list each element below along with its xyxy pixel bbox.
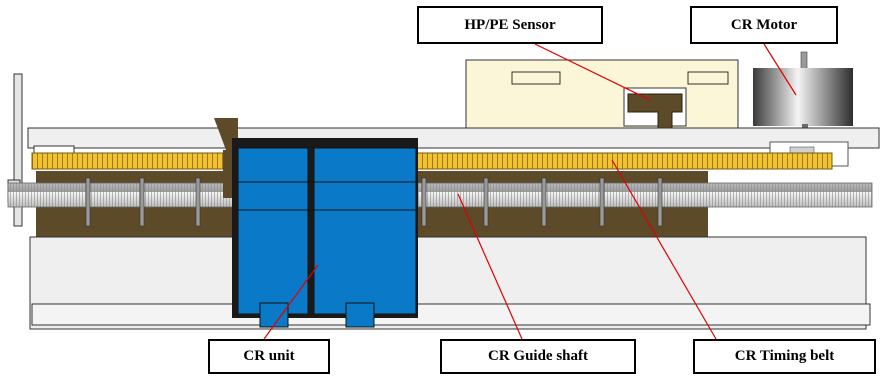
sensor-slot-right <box>687 71 729 85</box>
support-post <box>85 177 91 227</box>
motor-shaft <box>800 51 808 71</box>
cr-motor-body <box>753 68 853 126</box>
ink-cartridge-left <box>237 147 309 315</box>
sensor-slot-left <box>511 71 561 85</box>
guide-shaft <box>7 182 873 208</box>
support-post <box>599 177 605 227</box>
right-pulley <box>789 146 815 154</box>
support-post <box>483 177 489 227</box>
carriage-foot-right <box>345 302 375 328</box>
support-post <box>541 177 547 227</box>
sensor-panel <box>465 59 739 129</box>
hp-pe-sensor-label: HP/PE Sensor <box>417 6 603 44</box>
leader-cr-timing-belt <box>611 159 717 340</box>
leader-cr-motor <box>763 43 797 96</box>
cr-timing-belt-label: CR Timing belt <box>693 339 876 374</box>
leader-hp-pe-sensor <box>534 43 651 101</box>
support-post <box>421 177 427 227</box>
cr-unit-label: CR unit <box>208 339 330 374</box>
carriage-foot-left <box>259 302 289 328</box>
timing-belt <box>31 152 833 170</box>
leader-cr-unit <box>263 264 319 340</box>
support-post <box>139 177 145 227</box>
cr-guide-shaft-label: CR Guide shaft <box>440 339 636 374</box>
base-lip <box>31 303 871 326</box>
top-rail <box>27 127 880 149</box>
shaft-support-posts <box>85 177 663 227</box>
leader-cr-guide-shaft <box>457 193 523 340</box>
support-post <box>195 177 201 227</box>
support-post <box>657 177 663 227</box>
left-side-plate <box>13 73 23 227</box>
ink-cartridge-right <box>313 147 417 315</box>
cr-motor-label: CR Motor <box>690 6 838 44</box>
